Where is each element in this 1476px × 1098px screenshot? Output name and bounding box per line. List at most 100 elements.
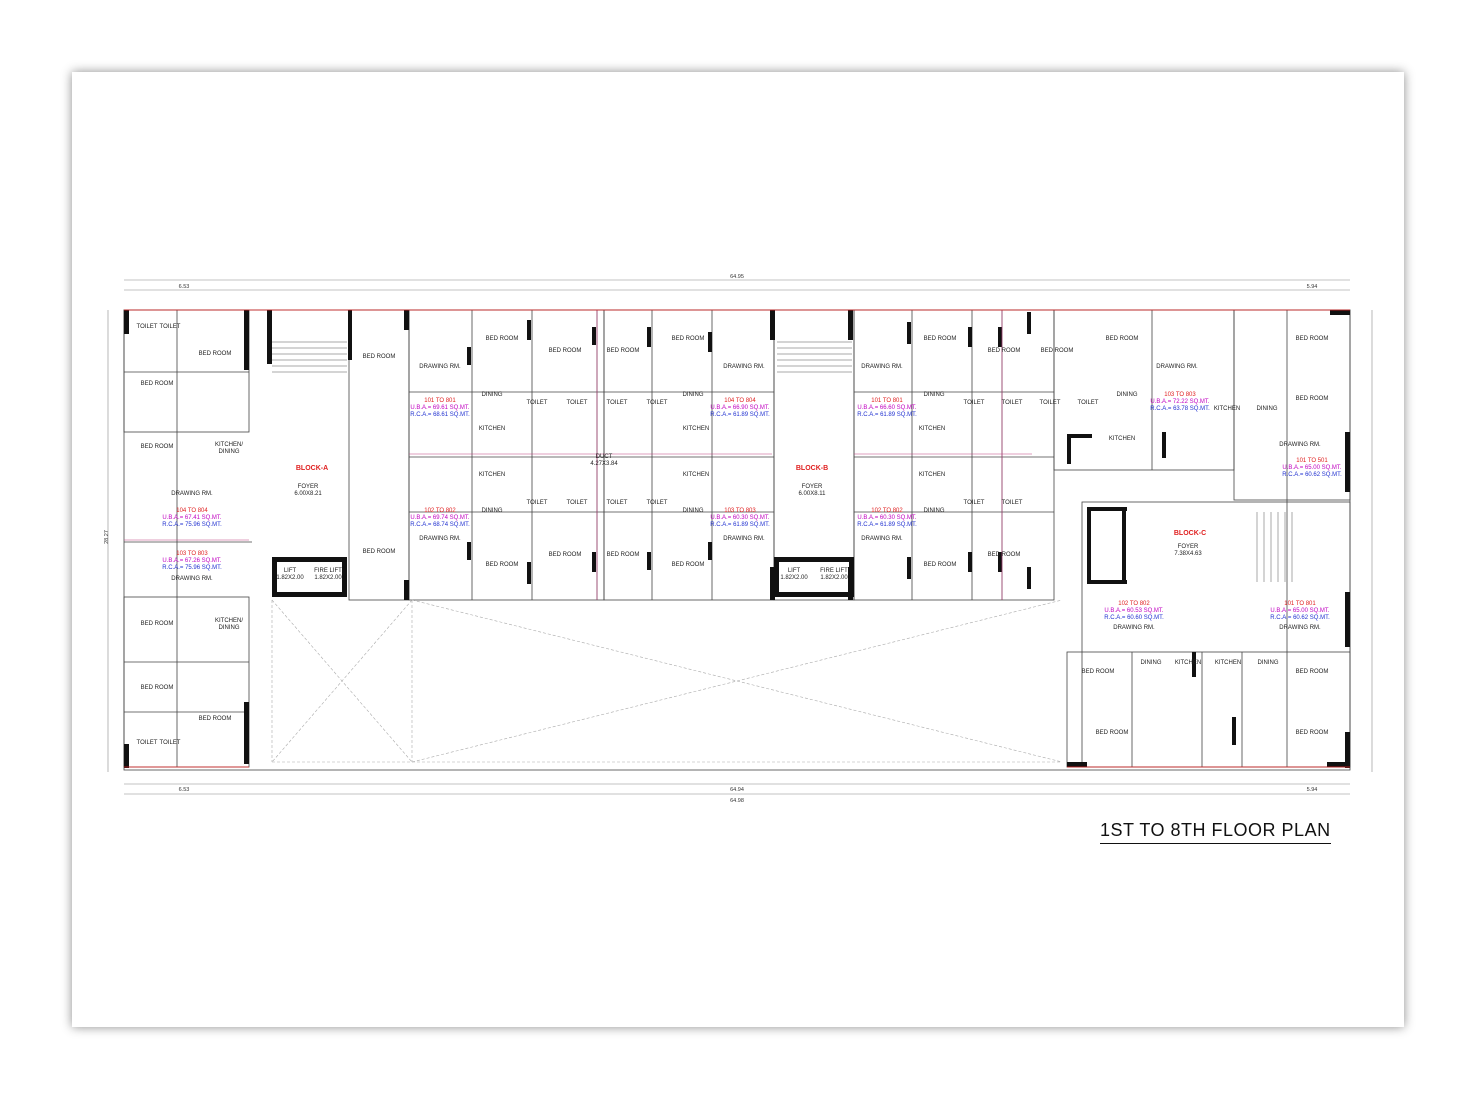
- room-toilet: TOILET: [1002, 500, 1023, 506]
- svg-text:U.B.A.= 69.61 SQ.MT.: U.B.A.= 69.61 SQ.MT.: [410, 405, 470, 411]
- room-dining: DINING: [924, 392, 945, 398]
- svg-text:R.C.A.= 68.74 SQ.MT.: R.C.A.= 68.74 SQ.MT.: [410, 522, 470, 528]
- room-toilet: TOILET: [1078, 400, 1099, 406]
- room-kitchen-dining: KITCHEN/DINING: [215, 618, 243, 631]
- room-dining: DINING: [482, 392, 503, 398]
- unit-101: 101 TO 801 U.B.A.= 69.61 SQ.MT. R.C.A.= …: [410, 398, 470, 418]
- room-bed: BED ROOM: [1296, 669, 1329, 675]
- room-bed: BED ROOM: [924, 336, 957, 342]
- room-kitchen: KITCHEN: [479, 472, 505, 478]
- room-kitchen: KITCHEN: [683, 426, 709, 432]
- svg-text:U.B.A.= 66.90 SQ.MT.: U.B.A.= 66.90 SQ.MT.: [710, 405, 770, 411]
- room-bed: BED ROOM: [988, 348, 1021, 354]
- unit-104: 104 TO 804 U.B.A.= 66.90 SQ.MT. R.C.A.= …: [710, 398, 770, 418]
- room-bed: BED ROOM: [672, 562, 705, 568]
- svg-text:U.B.A.= 60.30 SQ.MT.: U.B.A.= 60.30 SQ.MT.: [710, 515, 770, 521]
- dim-side-height: 28.27: [104, 530, 110, 544]
- room-toilet: TOILET: [647, 400, 668, 406]
- block-c-label: BLOCK-C: [1174, 530, 1206, 537]
- room-bed: BED ROOM: [141, 444, 174, 450]
- room-dining: DINING: [924, 508, 945, 514]
- unit-a-504: 104 TO 804 U.B.A.= 67.41 SQ.MT. R.C.A.= …: [162, 508, 222, 528]
- room-bed: BED ROOM: [486, 562, 519, 568]
- room-bed: BED ROOM: [141, 685, 174, 691]
- room-drawing: DRAWING RM.: [1156, 364, 1198, 370]
- room-bed: BED ROOM: [607, 552, 640, 558]
- svg-text:R.C.A.= 63.78 SQ.MT.: R.C.A.= 63.78 SQ.MT.: [1150, 406, 1210, 412]
- svg-text:U.B.A.= 72.22 SQ.MT.: U.B.A.= 72.22 SQ.MT.: [1150, 399, 1210, 405]
- unit-b-602: 102 TO 802 U.B.A.= 60.30 SQ.MT. R.C.A.= …: [857, 508, 917, 528]
- room-dining: DINING: [1258, 660, 1279, 666]
- room-bed: BED ROOM: [141, 381, 174, 387]
- dim-overall-bottom: 64.98: [730, 798, 744, 804]
- dim-overall-top: 64.95: [730, 274, 744, 280]
- room-bed: BED ROOM: [549, 552, 582, 558]
- room-dining: DINING: [1141, 660, 1162, 666]
- room-toilet: TOILET: [567, 500, 588, 506]
- room-toilet: TOILET: [1002, 400, 1023, 406]
- plan-title: 1ST TO 8TH FLOOR PLAN: [1100, 820, 1331, 844]
- room-bed: BED ROOM: [1296, 730, 1329, 736]
- room-kitchen: KITCHEN: [1214, 406, 1240, 412]
- dim-left-bottom: 6.53: [179, 787, 190, 793]
- svg-text:101 TO 801: 101 TO 801: [1284, 601, 1316, 607]
- unit-a-503: 103 TO 803 U.B.A.= 67.26 SQ.MT. R.C.A.= …: [162, 551, 222, 571]
- floor-plan: 64.95 64.98 64.94 6.53 5.94 6.53 5.94 28…: [104, 274, 1373, 804]
- room-toilet: TOILET: [160, 324, 181, 330]
- room-kitchen: KITCHEN: [919, 426, 945, 432]
- room-bed: BED ROOM: [672, 336, 705, 342]
- room-toilet: TOILET: [964, 500, 985, 506]
- room-kitchen: KITCHEN: [1215, 660, 1241, 666]
- svg-text:102 TO 802: 102 TO 802: [1118, 601, 1150, 607]
- svg-text:104 TO 804: 104 TO 804: [724, 398, 756, 404]
- svg-text:103 TO 803: 103 TO 803: [176, 551, 208, 557]
- svg-text:U.B.A.= 67.26 SQ.MT.: U.B.A.= 67.26 SQ.MT.: [162, 558, 222, 564]
- room-toilet: TOILET: [527, 400, 548, 406]
- room-bed: BED ROOM: [199, 351, 232, 357]
- room-kitchen: KITCHEN: [479, 426, 505, 432]
- drawing-sheet: 64.95 64.98 64.94 6.53 5.94 6.53 5.94 28…: [72, 72, 1404, 1027]
- room-drawing: DRAWING RM.: [861, 364, 903, 370]
- room-toilet: TOILET: [137, 740, 158, 746]
- room-toilet: TOILET: [527, 500, 548, 506]
- room-dining: DINING: [1117, 392, 1138, 398]
- room-toilet: TOILET: [137, 324, 158, 330]
- unit-103: 103 TO 803 U.B.A.= 60.30 SQ.MT. R.C.A.= …: [710, 508, 770, 528]
- svg-text:101 TO 501: 101 TO 501: [1296, 458, 1328, 464]
- room-bed: BED ROOM: [549, 348, 582, 354]
- svg-text:101 TO 801: 101 TO 801: [871, 398, 903, 404]
- svg-text:U.B.A.= 60.53 SQ.MT.: U.B.A.= 60.53 SQ.MT.: [1104, 608, 1164, 614]
- room-drawing: DRAWING RM.: [1279, 625, 1321, 631]
- room-toilet: TOILET: [160, 740, 181, 746]
- room-kitchen: KITCHEN: [1175, 660, 1201, 666]
- room-bed: BED ROOM: [1096, 730, 1129, 736]
- svg-text:U.B.A.= 65.00 SQ.MT.: U.B.A.= 65.00 SQ.MT.: [1270, 608, 1330, 614]
- room-bed: BED ROOM: [924, 562, 957, 568]
- svg-text:R.C.A.= 75.96 SQ.MT.: R.C.A.= 75.96 SQ.MT.: [162, 565, 222, 571]
- room-toilet: TOILET: [607, 500, 628, 506]
- svg-text:U.B.A.= 60.30 SQ.MT.: U.B.A.= 60.30 SQ.MT.: [857, 515, 917, 521]
- svg-text:R.C.A.= 68.61 SQ.MT.: R.C.A.= 68.61 SQ.MT.: [410, 412, 470, 418]
- unit-c-501: 101 TO 501 U.B.A.= 65.00 SQ.MT. R.C.A.= …: [1282, 458, 1342, 478]
- unit-102: 102 TO 802 U.B.A.= 69.74 SQ.MT. R.C.A.= …: [410, 508, 470, 528]
- room-bed: BED ROOM: [486, 336, 519, 342]
- unit-c-803: 103 TO 803 U.B.A.= 72.22 SQ.MT. R.C.A.= …: [1150, 392, 1210, 412]
- svg-text:103 TO 803: 103 TO 803: [724, 508, 756, 514]
- svg-text:R.C.A.= 60.62 SQ.MT.: R.C.A.= 60.62 SQ.MT.: [1282, 472, 1342, 478]
- room-dining: DINING: [683, 392, 704, 398]
- block-b-label: BLOCK-B: [796, 465, 828, 472]
- svg-text:101 TO 801: 101 TO 801: [424, 398, 456, 404]
- room-drawing: DRAWING RM.: [419, 536, 461, 542]
- room-toilet: TOILET: [964, 400, 985, 406]
- block-a-label: BLOCK-A: [296, 465, 328, 472]
- svg-text:R.C.A.= 61.89 SQ.MT.: R.C.A.= 61.89 SQ.MT.: [857, 412, 917, 418]
- room-bed: BED ROOM: [1106, 336, 1139, 342]
- svg-text:104 TO 804: 104 TO 804: [176, 508, 208, 514]
- room-bed: BED ROOM: [363, 549, 396, 555]
- room-bed: BED ROOM: [141, 621, 174, 627]
